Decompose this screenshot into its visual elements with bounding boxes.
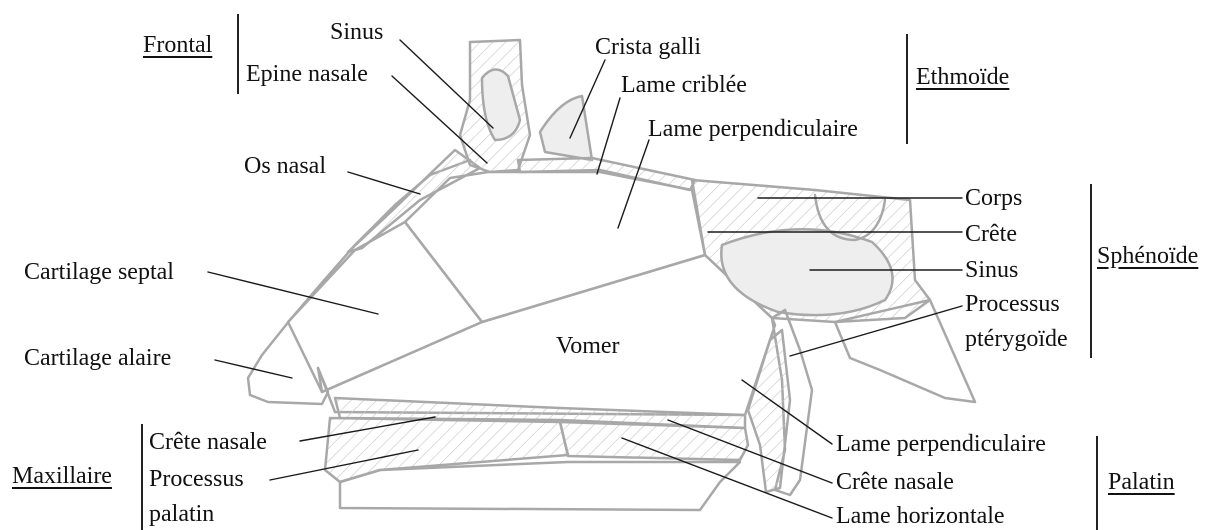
group-frontal: Frontal [143, 31, 212, 59]
label-lame-perpendiculaire-ethmoide: Lame perpendiculaire [648, 115, 858, 143]
nasal-dorsum-outline [248, 160, 470, 404]
frontal-bracket [237, 14, 239, 94]
leader-os-nasal [348, 172, 420, 194]
palatine-horizontal-plate [560, 422, 748, 460]
lower-palate-outline [340, 462, 740, 510]
group-sphenoide: Sphénoïde [1097, 242, 1198, 270]
label-crete-nasale-maxillaire: Crête nasale [149, 428, 267, 456]
palatin-bracket [1096, 436, 1098, 530]
leader-cartilage-septal [208, 272, 378, 314]
label-palatin-maxillaire: palatin [149, 500, 214, 528]
palatine-perpendicular-plate [748, 330, 790, 492]
maxillary-palatine-process [325, 418, 568, 482]
group-palatin: Palatin [1108, 468, 1175, 496]
label-lame-criblee: Lame criblée [621, 71, 747, 99]
leader-cartilage-alaire [215, 360, 292, 378]
label-cartilage-septal: Cartilage septal [24, 258, 174, 286]
label-os-nasal: Os nasal [244, 152, 326, 180]
label-sinus-frontal: Sinus [330, 18, 383, 46]
label-vomer: Vomer [556, 332, 620, 360]
label-processus: Processus [965, 290, 1060, 318]
label-sinus-sphenoide: Sinus [965, 256, 1018, 284]
sphenoide-bracket [1090, 184, 1092, 358]
sphenoid-sinus [721, 229, 892, 315]
ethmoide-bracket [906, 34, 908, 144]
group-maxillaire: Maxillaire [12, 462, 112, 490]
group-ethmoide: Ethmoïde [916, 63, 1009, 91]
septal-cartilage-boundary [288, 222, 482, 392]
label-lame-perpendiculaire-palatin: Lame perpendiculaire [836, 430, 1046, 458]
label-cartilage-alaire: Cartilage alaire [24, 344, 171, 372]
nasal-bone [348, 150, 480, 252]
label-epine-nasale: Epine nasale [246, 60, 368, 88]
leader-lame-perpendiculaire-ethmoide [618, 140, 649, 228]
label-crete-sphenoide: Crête [965, 220, 1017, 248]
label-crete-nasale-palatin: Crête nasale [836, 468, 954, 496]
vomer-shape [318, 255, 775, 415]
label-crista-galli: Crista galli [595, 33, 701, 61]
label-pterygoide: ptérygoïde [965, 325, 1068, 353]
label-corps: Corps [965, 184, 1022, 212]
label-lame-horizontale: Lame horizontale [836, 502, 1005, 530]
maxillaire-bracket [141, 424, 143, 530]
label-processus-maxillaire: Processus [149, 465, 244, 493]
